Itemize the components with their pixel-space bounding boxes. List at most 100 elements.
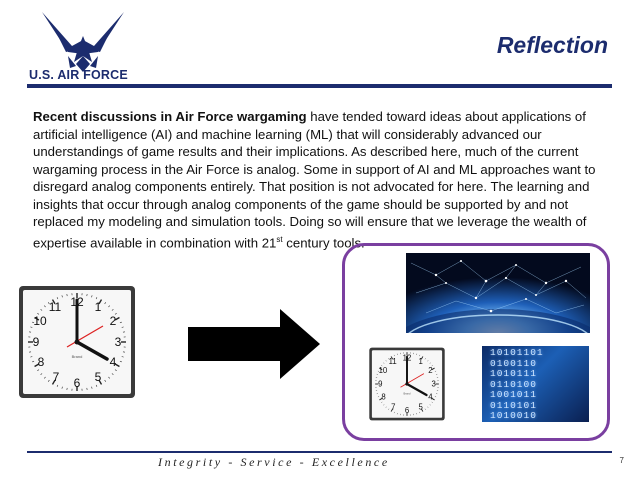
clock-tick <box>377 370 380 372</box>
small-clock-ticks <box>375 352 439 416</box>
clock-numeral-4: 4 <box>110 355 117 369</box>
small-clock-numeral-3: 3 <box>431 380 435 389</box>
clock-tick <box>381 401 383 403</box>
clock-numeral-1: 1 <box>95 300 102 314</box>
clock-tick <box>40 308 43 311</box>
analog-clock-small: 12 1 2 3 4 5 6 7 8 9 10 11 Brand <box>369 347 445 421</box>
clock-tick <box>95 384 98 387</box>
ordinal-superscript: st <box>276 234 283 244</box>
clock-tick <box>30 326 33 328</box>
small-clock-numeral-9: 9 <box>378 380 382 389</box>
clock-tick <box>388 408 390 410</box>
clock-tick <box>434 370 437 372</box>
clock-tick <box>119 360 122 363</box>
small-clock-numeral-2: 2 <box>428 366 432 375</box>
clock-tick <box>51 299 56 305</box>
network-globe-image <box>406 253 590 333</box>
clock-tick <box>121 356 124 358</box>
small-clock-numeral-4: 4 <box>428 393 433 402</box>
clock-tick <box>40 373 43 376</box>
clock-tick <box>47 379 50 382</box>
clock-tick <box>424 408 426 410</box>
clock-tick <box>388 358 390 360</box>
clock-tick <box>419 411 421 414</box>
analog-clock-large: 12 1 2 3 4 5 6 7 8 9 10 11 Brand <box>19 286 135 398</box>
air-force-wings-logo <box>42 12 124 72</box>
clock-tick <box>385 360 387 362</box>
clock-tick <box>431 397 435 401</box>
clock-tick <box>390 408 394 412</box>
clock-tick <box>429 362 431 364</box>
small-clock-numeral-7: 7 <box>391 402 395 411</box>
clock-tick <box>121 326 124 328</box>
slide-title: Reflection <box>496 32 608 58</box>
clock-tick <box>393 354 395 357</box>
clock-tick <box>427 360 429 362</box>
body-paragraph: Recent discussions in Air Force wargamin… <box>33 108 608 251</box>
clock-tick <box>30 356 33 358</box>
future-tools-frame <box>342 243 610 441</box>
clock-tick <box>111 373 114 376</box>
clock-tick <box>32 360 35 363</box>
clock-numeral-5: 5 <box>95 370 102 384</box>
header-rule <box>27 84 612 88</box>
clock-tick <box>429 404 431 406</box>
clock-tick <box>32 321 35 324</box>
clock-brand-label: Brand <box>72 354 83 359</box>
clock-tick <box>420 408 424 412</box>
clock-numeral-8: 8 <box>38 355 45 369</box>
transition-arrow <box>188 309 320 379</box>
clock-tick <box>43 376 46 379</box>
clock-tick <box>390 356 394 360</box>
body-text-part2: century tools. <box>282 234 365 250</box>
clock-numeral-11: 11 <box>49 300 62 314</box>
clock-tick <box>61 386 63 389</box>
binary-line: 1010111 <box>490 368 537 379</box>
body-text-part1: have tended toward ideas about applicati… <box>33 109 596 250</box>
clock-tick <box>434 396 437 398</box>
clock-tick <box>34 316 40 321</box>
clock-tick <box>51 379 56 385</box>
clock-tick <box>114 369 117 372</box>
clock-tick <box>420 356 424 360</box>
binary-line: 10101101 <box>490 347 544 358</box>
clock-tick <box>98 379 103 385</box>
clock-tick <box>424 358 426 360</box>
clock-numeral-3: 3 <box>115 335 122 349</box>
footer-motto: Integrity - Service - Excellence <box>158 455 390 469</box>
clock-numeral-9: 9 <box>33 335 40 349</box>
binary-line: 0100110 <box>490 357 537 369</box>
clock-tick <box>108 376 111 379</box>
clock-numeral-7: 7 <box>53 370 60 384</box>
clock-tick <box>108 305 111 308</box>
clock-tick <box>104 302 107 305</box>
clock-tick <box>104 379 107 382</box>
small-clock-numeral-1: 1 <box>418 357 422 366</box>
clock-tick <box>91 386 93 389</box>
clock-tick <box>381 365 383 367</box>
clock-tick <box>37 369 40 372</box>
lead-phrase: Recent discussions in Air Force wargamin… <box>33 109 307 124</box>
clock-tick <box>431 365 433 367</box>
clock-numeral-2: 2 <box>110 314 117 328</box>
binary-line: 0110100 <box>490 378 537 390</box>
clock-tick <box>56 297 59 300</box>
binary-line: 1010010 <box>490 410 537 421</box>
clock-tick <box>43 305 46 308</box>
clock-ticks <box>28 293 126 391</box>
clock-tick <box>377 396 380 398</box>
small-clock-numeral-8: 8 <box>381 393 385 402</box>
clock-tick <box>34 363 40 368</box>
clock-tick <box>47 302 50 305</box>
clock-tick <box>37 312 40 315</box>
clock-tick <box>61 295 63 298</box>
clock-tick <box>393 411 395 414</box>
clock-hour-hand <box>75 340 109 361</box>
clock-numeral-6: 6 <box>74 376 81 390</box>
clock-tick <box>56 384 59 387</box>
page-number: 7 <box>619 456 624 465</box>
logo-wordmark: U.S. AIR FORCE <box>29 68 128 82</box>
clock-tick <box>114 312 117 315</box>
